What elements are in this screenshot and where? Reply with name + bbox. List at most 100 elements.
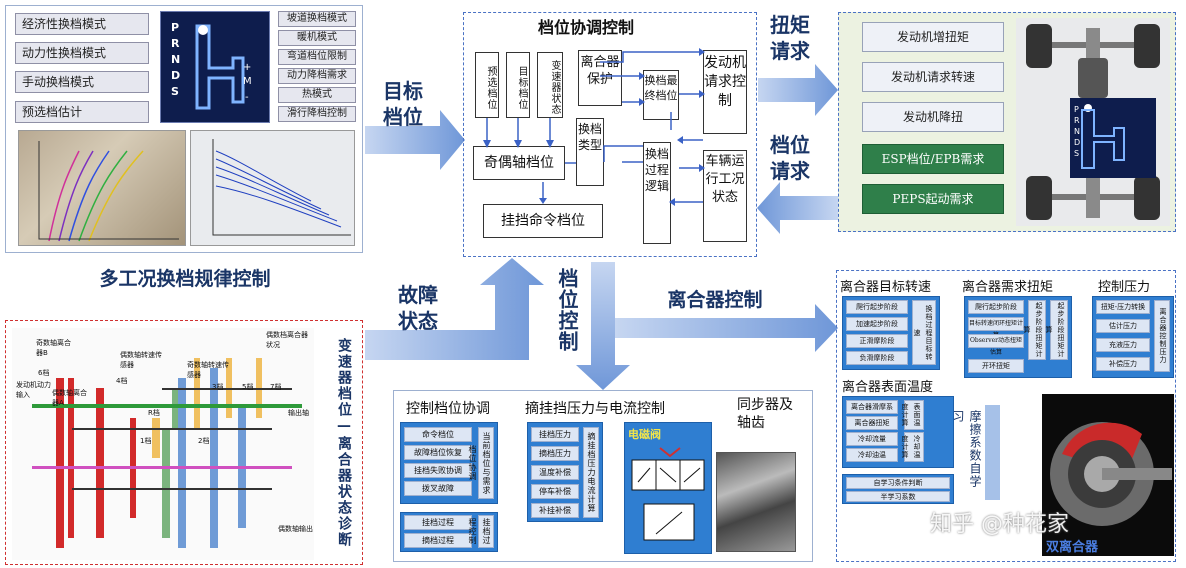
diag-label-r: R档	[148, 409, 160, 417]
double-clutch-label: 双离合器	[1046, 540, 1099, 555]
box-engage-cmd: 挂挡命令档位	[483, 204, 603, 238]
chassis-image: P R N D S	[1016, 18, 1170, 226]
label-target-gear: 目标档位	[383, 79, 423, 129]
cc3-side: 离合器控制压力	[1154, 300, 1170, 372]
cc2-observer: Observer动态扭矩估算	[968, 334, 1024, 356]
cc2-open-loop: 开环扭矩	[968, 359, 1024, 373]
box-shift-logic: 换档过程逻辑	[643, 142, 671, 244]
center-panel	[463, 12, 757, 257]
chassis-gear-r: R	[1074, 116, 1080, 125]
mode-preselect: 预选档估计	[15, 101, 149, 123]
c2-reengage-comp: 补挂补偿	[531, 503, 579, 518]
gear-r: R	[171, 37, 180, 50]
label-clutch-control: 离合器控制	[667, 289, 763, 311]
label-gear-control: 档位控制	[555, 268, 579, 352]
c1-side2: 挂档过程控制	[468, 515, 494, 548]
mode-coast-downshift: 滑行降档控制	[278, 106, 356, 122]
cc1-creep: 爬行起步阶段	[846, 300, 908, 314]
chassis-gear-s: S	[1074, 149, 1080, 158]
cc1-pos-slip: 正滑摩阶段	[846, 334, 908, 348]
gear-photo	[716, 452, 796, 552]
diag-title: 变速器档位—离合器状态诊断	[336, 338, 352, 548]
mode-manual: 手动换档模式	[15, 71, 149, 93]
chassis-gear-d: D	[1074, 138, 1081, 147]
c2-engage-pressure: 挂档压力	[531, 427, 579, 442]
clutch-title-torque: 离合器需求扭矩	[962, 280, 1054, 295]
gear-m: M	[243, 76, 252, 87]
item-peps: PEPS起动需求	[862, 184, 1004, 214]
double-clutch-image: 双离合器	[1042, 394, 1174, 556]
cc1-side: 换档过程目标转速	[912, 300, 936, 365]
c1-fault-recover: 故障档位恢复	[404, 445, 472, 460]
solenoid-valve-icon	[631, 447, 705, 541]
diag-label-output-shaft: 输出轴	[288, 409, 309, 417]
gear-p: P	[171, 21, 180, 34]
cc3-comp-pressure: 补偿压力	[1096, 357, 1150, 371]
clutch-panel	[836, 270, 1176, 562]
cc4-side2: 冷却温度计算	[901, 432, 924, 462]
diag-label-7: 7档	[270, 383, 282, 391]
c1-engage-fail: 挂档失败协调	[404, 463, 472, 478]
diag-label-3: 3档	[212, 383, 224, 391]
cc5-half-learn: 半学习系数	[846, 491, 950, 502]
diag-label-odd-clutch: 奇数轴离合器B	[36, 339, 71, 357]
item-engine-torque-up: 发动机增扭矩	[862, 22, 1004, 52]
chassis-gear-n: N	[1074, 127, 1080, 136]
diag-label-even-status: 偶数档离合器状况	[266, 331, 308, 349]
c2-side: 摘挂档压力电流计算	[583, 427, 599, 518]
cc3-fill-pressure: 充液压力	[1096, 338, 1150, 352]
center-connectors	[483, 48, 705, 206]
box-preselect: 预选档位	[475, 52, 499, 118]
diag-label-6: 6档	[38, 369, 50, 377]
c2-temp-comp: 温度补偿	[531, 465, 579, 480]
clutch-title-temp: 离合器表面温度	[842, 380, 934, 395]
cc4-side1: 表面温度计算	[901, 400, 924, 430]
item-engine-speed-req: 发动机请求转速	[862, 62, 1004, 92]
c1-side: 当前档位与需求档位协调	[468, 427, 494, 499]
cc1-neg-slip: 负滑摩阶段	[846, 351, 908, 365]
c1-cmd-gear: 命令档位	[404, 427, 472, 442]
diag-label-engine-input: 发动机动力输入	[16, 381, 51, 399]
cc4-torque: 离合器扭矩	[846, 416, 898, 430]
left-top-caption: 多工况换档规律控制	[99, 268, 271, 290]
diag-label-2: 2档	[198, 437, 210, 445]
mode-power-downshift: 动力降档需求	[278, 68, 356, 84]
box-target: 目标档位	[506, 52, 530, 118]
bottom-title-gear: 控制档位协调	[406, 401, 490, 417]
diag-label-even-sensor: 偶数轴转速传感器	[120, 351, 162, 369]
cc3-est-pressure: 估计压力	[1096, 319, 1150, 333]
cc3-torque-pressure: 扭矩-压力转换	[1096, 300, 1150, 314]
cc4-cool-flow: 冷却流量	[846, 432, 898, 446]
mode-heat: 热模式	[278, 87, 356, 103]
c2-disengage-pressure: 摘档压力	[531, 446, 579, 461]
gear-gate-icon	[195, 24, 245, 110]
diag-label-5: 5档	[242, 383, 254, 391]
cc2-closed-loop: 目标转速闭环扭矩计算	[968, 317, 1024, 339]
diag-panel	[5, 320, 363, 565]
cc4-slip: 离合器滑摩系	[846, 400, 898, 414]
box-clutch-protect: 离合器保护	[578, 50, 622, 106]
label-torque-request: 扭矩请求	[770, 13, 810, 63]
c2-park-comp: 停车补偿	[531, 484, 579, 499]
chassis-gear-p: P	[1074, 105, 1079, 114]
c1-disengage-process: 摘档过程	[404, 533, 472, 548]
acceleration-map-image	[190, 130, 355, 246]
valve-label: 电磁阀	[628, 428, 661, 441]
diag-label-even-output: 偶数轴输出	[278, 525, 313, 533]
label-gear-request: 档位请求	[770, 133, 810, 183]
label-fault-state: 故障状态	[398, 283, 438, 333]
gear-plus: +	[243, 62, 252, 73]
mode-economy: 经济性换档模式	[15, 13, 149, 35]
gear-n: N	[171, 53, 181, 66]
watermark: 知乎 @种花家	[930, 512, 1069, 537]
clutch-title-pressure: 控制压力	[1098, 280, 1151, 295]
cc2-side1: 起步阶段扭矩计算	[1023, 300, 1046, 360]
gear-shifter-panel: P R N D S + M -	[160, 11, 270, 123]
clutch-title-target: 离合器目标转速	[840, 280, 932, 295]
diag-label-4: 4档	[116, 377, 128, 385]
mode-warmup: 暖机模式	[278, 30, 356, 46]
self-learn-label: 摩擦系数自学习	[951, 410, 982, 488]
item-engine-torque-down: 发动机降扭	[862, 102, 1004, 132]
mode-slope: 坡道换档模式	[278, 11, 356, 27]
